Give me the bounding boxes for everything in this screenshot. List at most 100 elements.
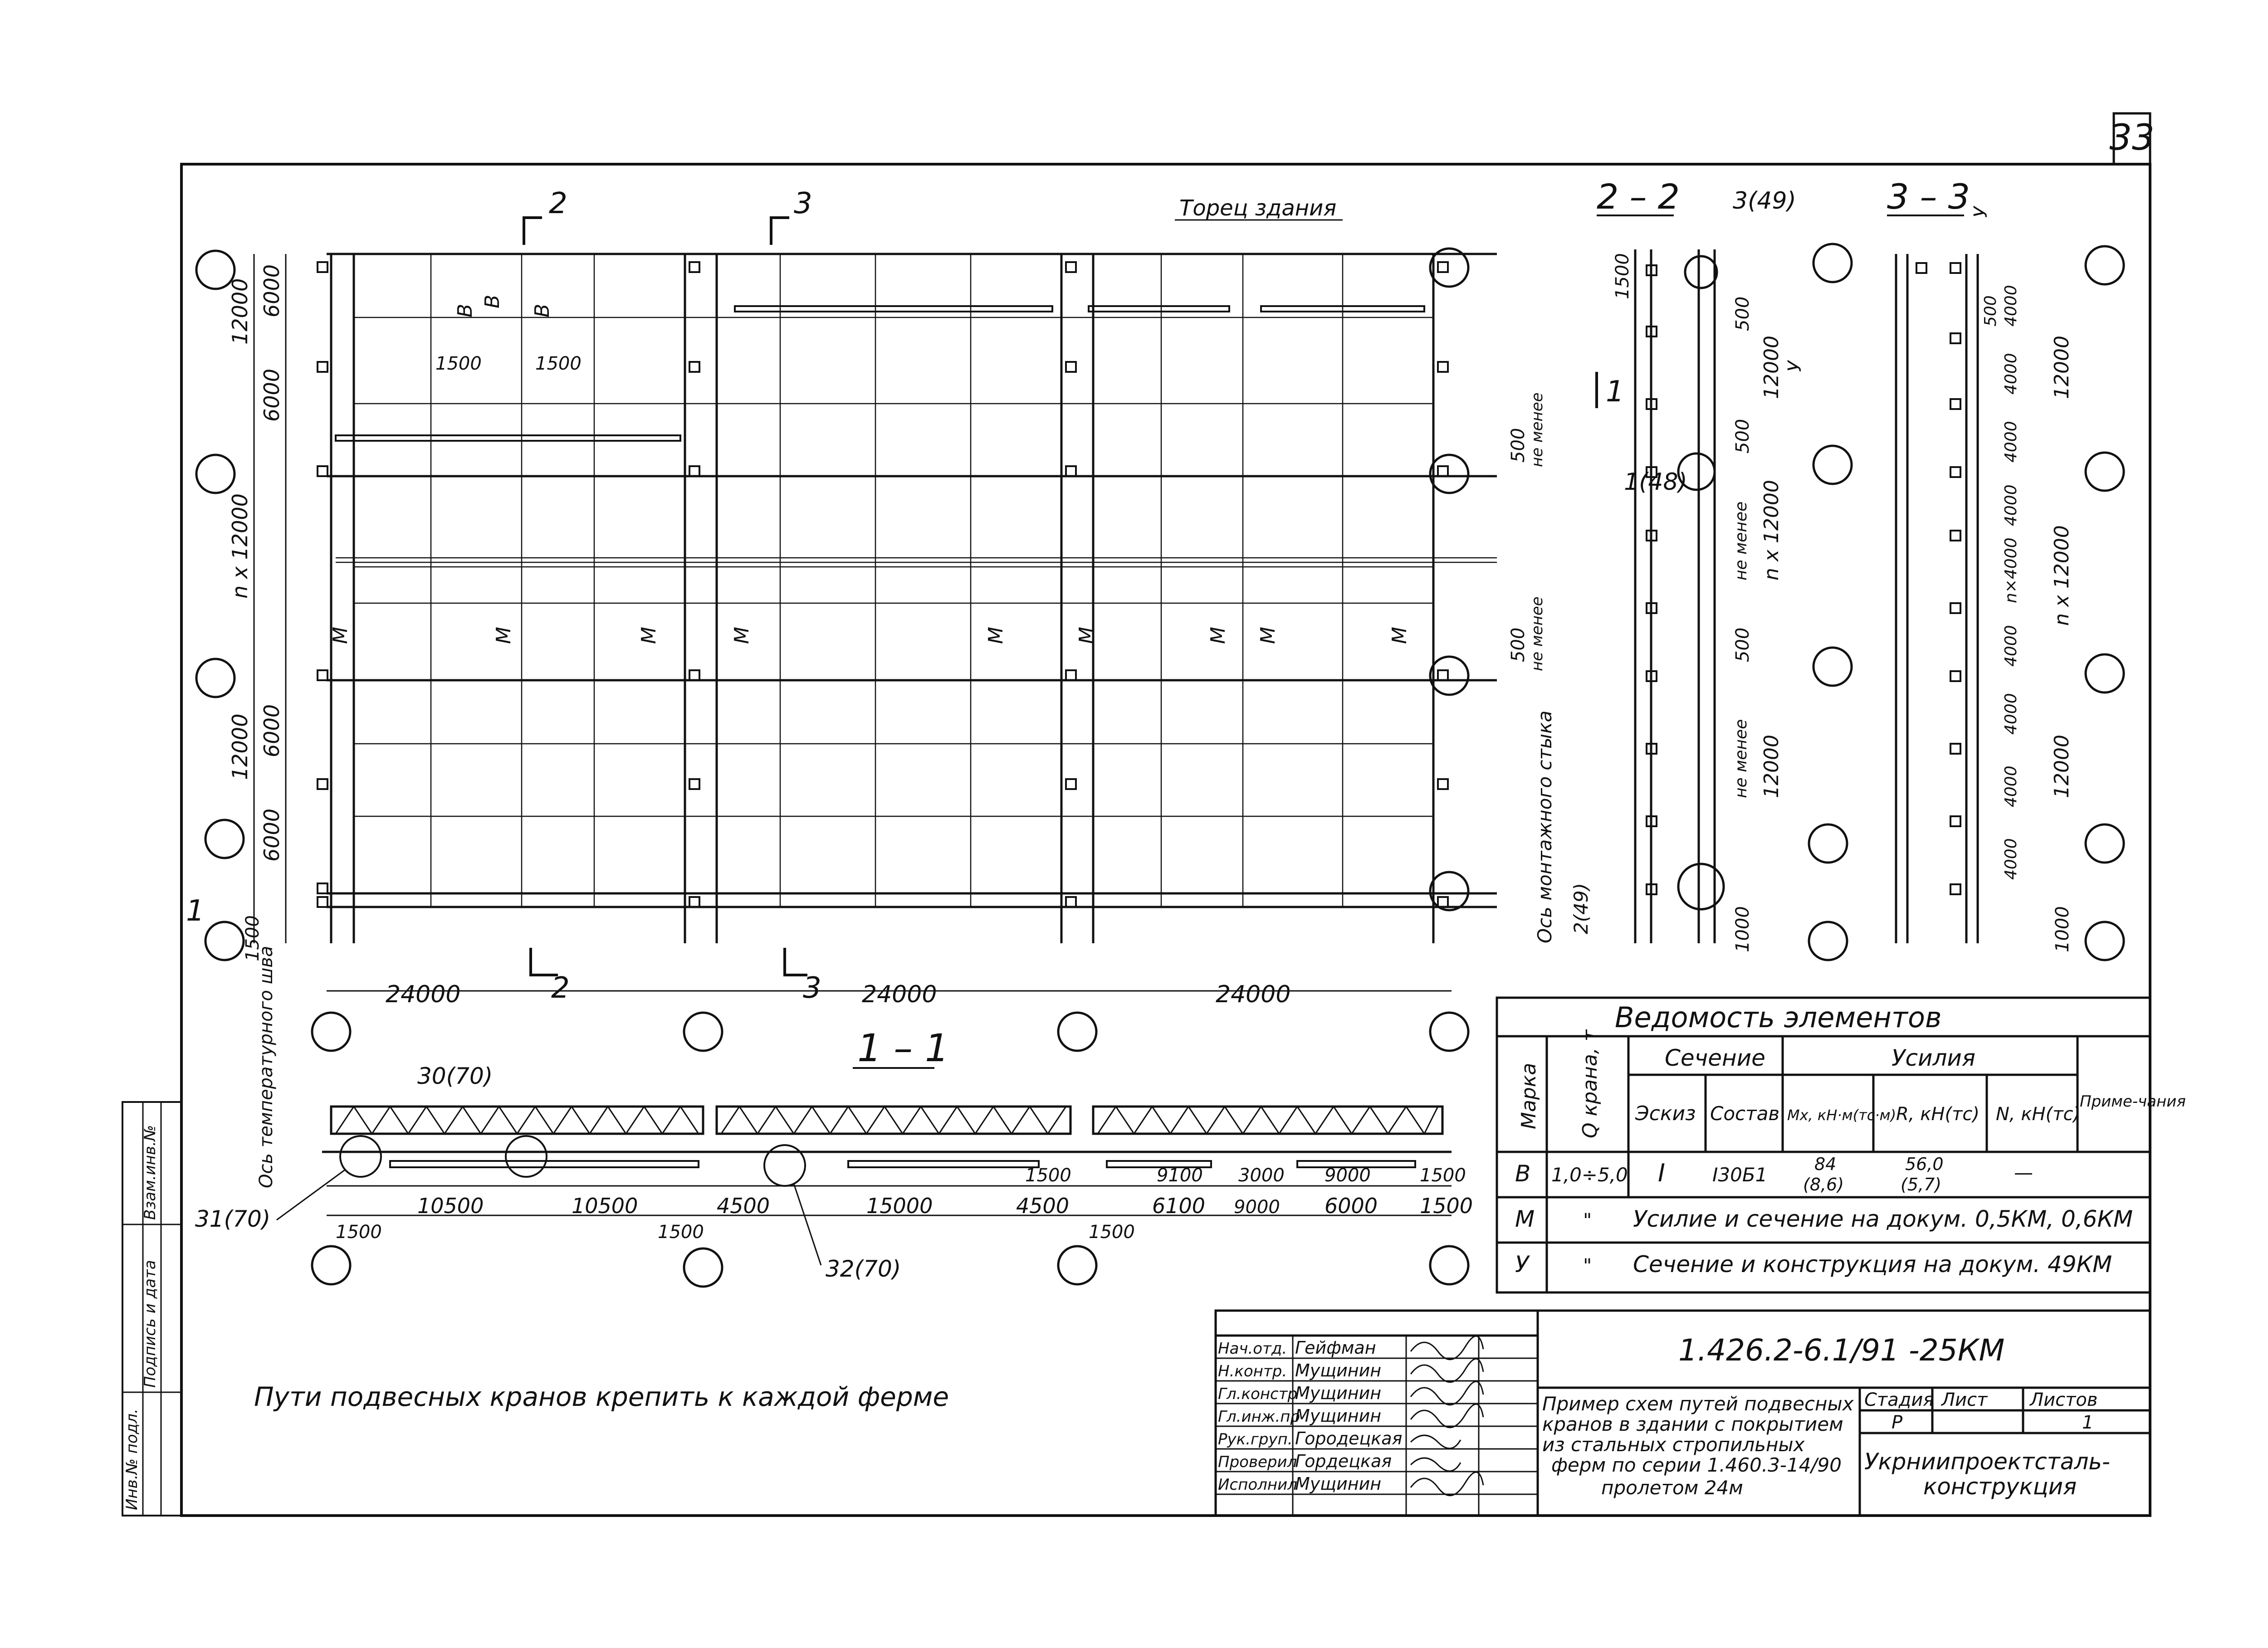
row0-sketch: I (1658, 1159, 1665, 1187)
dim-bottom-0: 24000 (386, 981, 460, 1008)
side-stamp-sign: Подпись и дата (141, 1260, 159, 1388)
callout-31-70: 31(70) (195, 1206, 270, 1232)
sheets-header: Листов (2029, 1390, 2097, 1410)
s22-dim-5: n x 12000 (1760, 480, 1783, 580)
s11-mid-8: 1500 (1420, 1194, 1473, 1218)
dim-right-0: 500 (1508, 428, 1529, 463)
dim-left-4: 12000 (228, 714, 252, 780)
s11-top-4: 1500 (1420, 1165, 1466, 1186)
s11-mid-2: 4500 (717, 1194, 770, 1218)
left-dim-lines (253, 254, 287, 943)
row2-q: " (1583, 1254, 1592, 1277)
row0-n: — (2014, 1161, 2033, 1184)
sig-role-6: Исполнил (1218, 1476, 1297, 1494)
s33-dim-a-9: 4000 (2002, 838, 2020, 880)
title-line-3: ферм по серии 1.460.3-14/90 (1551, 1454, 1842, 1476)
signature-scribbles (1410, 1335, 1484, 1497)
s33-y-label: У (1970, 205, 1991, 218)
s22-y-label: У (1784, 360, 1805, 372)
dim-left-1: 6000 (259, 264, 284, 317)
dim-inner-0: 1500 (435, 353, 482, 374)
dim-left-2: 6000 (259, 369, 284, 422)
sig-name-1: Мущинин (1295, 1360, 1381, 1380)
callout-32-70: 32(70) (826, 1256, 901, 1282)
sig-role-1: Н.контр. (1218, 1362, 1287, 1380)
th-n: N, кН(тс) (1996, 1104, 2080, 1125)
title-line-2: из стальных стропильных (1542, 1433, 1805, 1456)
sig-role-3: Гл.инж.пр (1218, 1408, 1300, 1426)
marker-M-1: М (492, 627, 515, 644)
s11-top-2: 3000 (1238, 1165, 1285, 1186)
s22-dim-3: 500 (1732, 419, 1753, 453)
section-2-2: 2 – 2 3(49) 1(48) 1 500 500 12000 500 не … (1597, 176, 1853, 961)
side-stamp: Инв.№ подл. Подпись и дата Взам.инв.№ (123, 1125, 159, 1510)
section-2-2-title: 2 – 2 (1597, 176, 1680, 217)
dim-left-3: n x 12000 (228, 493, 252, 599)
section-3-3-title: 3 – 3 (1887, 176, 1970, 217)
section-1-1: 1 – 1 30(70) 31(70) 32(70) 1500 9100 30 (195, 1026, 1473, 1288)
marker-M-4: М (984, 627, 1007, 644)
dim-inner-1: 1500 (535, 353, 582, 374)
sig-name-2: Мущинин (1295, 1383, 1381, 1403)
s33-dim-a-6: 4000 (2002, 625, 2020, 667)
doc-code: 1.426.2-6.1/91 -25КМ (1678, 1333, 2005, 1368)
th-q: Q крана, т (1579, 1029, 1602, 1138)
cut-1-left: 1 (186, 894, 205, 928)
s22-dim-6: 500 (1732, 628, 1753, 662)
table-title: Ведомость элементов (1615, 1001, 1941, 1034)
sig-name-4: Городецкая (1295, 1429, 1402, 1448)
marker-M-5: М (1075, 627, 1098, 644)
title-block: 1.426.2-6.1/91 -25КМ Пример схем путей п… (1214, 1309, 2151, 1517)
s11-bot-2: 1500 (1089, 1222, 1135, 1243)
dim-left-6: 6000 (259, 809, 284, 862)
row0-q: 1,0÷5,0 (1551, 1164, 1628, 1186)
marker-B-2: В (531, 304, 554, 317)
dim-left-7: 1500 (242, 915, 263, 961)
grid-axis-bubbles (195, 247, 1470, 1052)
s33-dim-a-3: 4000 (2002, 421, 2020, 463)
s33-dim-a-7: 4000 (2002, 693, 2020, 735)
title-line-0: Пример схем путей подвесных (1542, 1393, 1854, 1415)
th-sketch: Эскиз (1635, 1102, 1696, 1125)
s22-dim-1: 500 (1732, 297, 1753, 331)
plan-frames (327, 253, 1497, 943)
s11-mid-0: 10500 (417, 1194, 484, 1218)
row0-mx2: (8,6) (1803, 1175, 1844, 1195)
dim-right-3: не менее (1528, 596, 1546, 671)
signature-rows: Нач.отд. Гейфман Н.контр. Мущинин Гл.кон… (1218, 1338, 1402, 1494)
side-stamp-replace: Взам.инв.№ (141, 1125, 159, 1220)
dim-right-1: не менее (1528, 392, 1546, 467)
s22-dim-4: не менее (1732, 502, 1750, 580)
cut-2-top: 2 (549, 187, 567, 220)
callout-3-49: 3(49) (1733, 187, 1796, 215)
s11-top-1: 9100 (1157, 1165, 1203, 1186)
s11-mid-4: 4500 (1016, 1194, 1069, 1218)
cut-1-right: 1 (1606, 375, 1624, 409)
axis-temp-label: Ось температурного шва (256, 946, 277, 1188)
sig-name-5: Гордецкая (1295, 1451, 1392, 1471)
s22-dim-9: 1000 (1732, 906, 1753, 952)
marker-B-1: В (481, 295, 504, 308)
s11-mid-6: 9000 (1234, 1197, 1280, 1218)
plan-purlins (336, 254, 1497, 907)
stage-value: Р (1892, 1412, 1903, 1433)
plan-view: 2 3 2 3 1 1 Торец здания 12000 6000 6000… (186, 187, 1624, 1188)
row0-mark: В (1515, 1160, 1530, 1187)
marker-M-0: М (329, 627, 352, 644)
dim-right-2: 500 (1508, 628, 1529, 662)
sig-name-6: Мущинин (1295, 1474, 1381, 1494)
cut-lines (523, 216, 1598, 976)
marker-M-2: М (637, 627, 660, 644)
row0-r2: (5,7) (1901, 1175, 1941, 1195)
callout-2-49: 2(49) (1570, 883, 1592, 934)
sig-role-4: Рук.груп. (1218, 1430, 1293, 1448)
th-mark: Марка (1517, 1063, 1540, 1129)
row2-mark: У (1515, 1251, 1530, 1277)
s22-dim-8: 12000 (1760, 735, 1783, 798)
callout-1-48: 1(48) (1624, 468, 1687, 496)
org-line-1: конструкция (1923, 1473, 2077, 1500)
s33-dim-b-2: 12000 (2050, 735, 2073, 798)
s11-mid-3: 15000 (866, 1194, 933, 1218)
row1-q: " (1583, 1209, 1592, 1231)
